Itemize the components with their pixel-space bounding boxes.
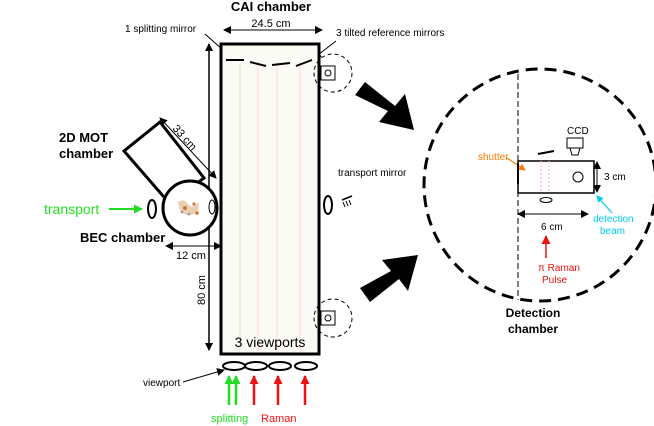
viewport-icon — [294, 361, 318, 371]
shutter-label: shutter — [478, 152, 509, 163]
mot-distance-line — [159, 117, 217, 179]
height-dimension-label: 80 cm — [196, 275, 208, 305]
arrow-icon — [360, 255, 418, 302]
reference-mirror-icon — [249, 61, 267, 67]
viewport-pointer — [182, 368, 225, 383]
side-port-top — [320, 65, 336, 81]
viewport-label: viewport — [143, 378, 180, 389]
three-viewports-label: 3 viewports — [235, 334, 306, 350]
reference-mirror-icon — [271, 62, 291, 66]
side-port-top-outline — [313, 53, 353, 93]
pi-raman-label-1: π Raman — [538, 263, 580, 274]
splitting-mirror-label: 1 splitting mirror — [125, 24, 197, 35]
detection-viewport — [539, 197, 553, 203]
ccd-label: CCD — [567, 126, 589, 137]
detection-height-label: 3 cm — [604, 172, 626, 183]
splitting-label: splitting — [211, 413, 248, 425]
transport-mirror-label: transport mirror — [338, 168, 407, 179]
detection-mirror-icon — [537, 150, 555, 155]
arrow-icon — [355, 82, 414, 130]
detection-beam-label-2: beam — [600, 226, 625, 237]
tilted-mirrors-label: 3 tilted reference mirrors — [336, 28, 444, 39]
detection-chamber-label-2: chamber — [508, 322, 558, 336]
viewport-icon — [244, 361, 268, 371]
bec-chamber-label: BEC chamber — [80, 230, 165, 245]
pi-raman-label-2: Pulse — [542, 275, 567, 286]
width-dimension-label: 24.5 cm — [251, 18, 290, 30]
transport-label: transport — [44, 201, 99, 217]
viewport-icon — [268, 361, 292, 371]
shutter-arrow — [506, 157, 526, 171]
detection-beam-label-1: detection — [593, 214, 634, 225]
transport-viewport-right — [323, 195, 333, 215]
transport-viewport-left — [147, 199, 157, 219]
ccd-icon — [566, 137, 584, 156]
side-port-bottom-hole — [324, 314, 332, 322]
reference-mirror-icon — [295, 59, 313, 67]
mot-chamber-label-2: chamber — [59, 146, 113, 161]
mot-chamber-label-1: 2D MOT — [59, 130, 108, 145]
bec-side-port — [208, 199, 216, 215]
cai-chamber-body — [219, 42, 321, 356]
transport-mirror-icon — [341, 195, 353, 201]
atom-cloud-icon — [178, 200, 199, 216]
raman-label: Raman — [261, 413, 296, 425]
detection-width-label: 6 cm — [541, 222, 563, 233]
transport-mirror-hatch — [342, 199, 352, 208]
detection-port — [572, 171, 584, 183]
detection-beam-arrow — [596, 195, 613, 214]
side-port-bottom-outline — [313, 298, 353, 338]
detection-chamber-label-1: Detection — [506, 306, 561, 320]
cai-chamber-title: CAI chamber — [231, 0, 311, 14]
bec-distance-label: 12 cm — [176, 250, 206, 262]
side-port-bottom — [320, 310, 336, 326]
side-port-top-hole — [324, 69, 332, 77]
viewport-icon — [222, 361, 246, 371]
